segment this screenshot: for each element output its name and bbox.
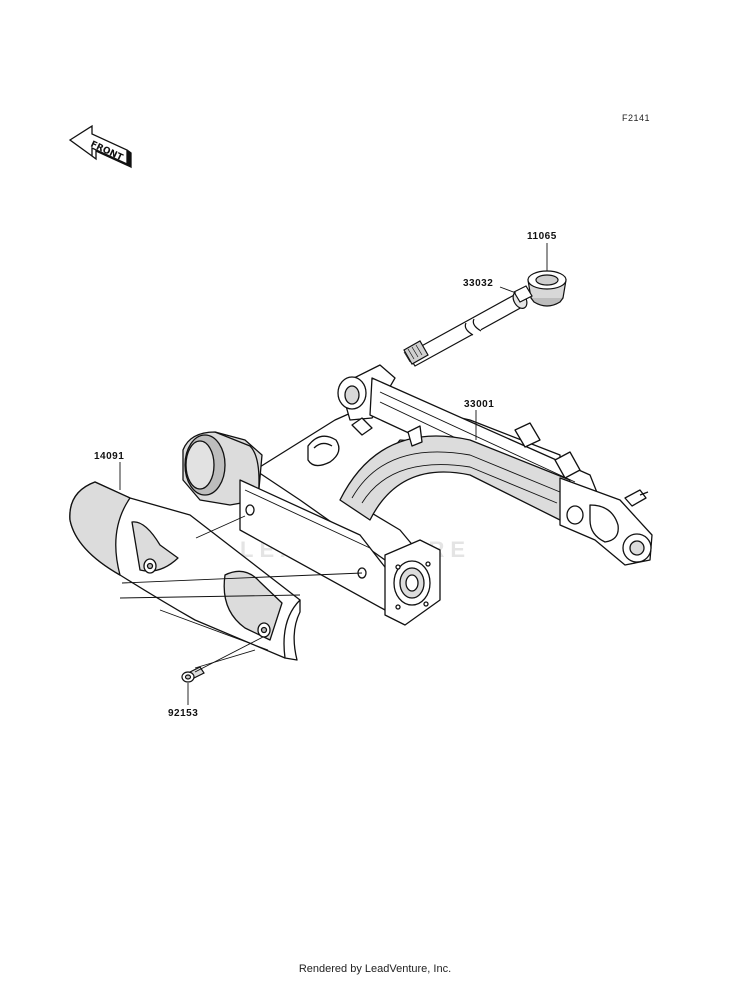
part-label-33001: 33001 (464, 399, 495, 410)
part-14091-cover (69, 481, 301, 661)
leader-lines (119, 243, 548, 705)
figure-code: F2141 (622, 113, 651, 123)
front-arrow-icon (68, 124, 132, 169)
part-label-11065: 11065 (527, 231, 557, 242)
part-92153-bolt (181, 666, 205, 683)
part-33001-swingarm (182, 364, 653, 626)
part-label-14091: 14091 (94, 451, 125, 462)
part-label-33032: 33032 (463, 278, 494, 289)
part-11065-collar (527, 270, 567, 307)
footer-credit: Rendered by LeadVenture, Inc. (298, 963, 452, 975)
part-label-92153: 92153 (168, 708, 199, 719)
part-33032-pivot-shaft (403, 285, 533, 367)
